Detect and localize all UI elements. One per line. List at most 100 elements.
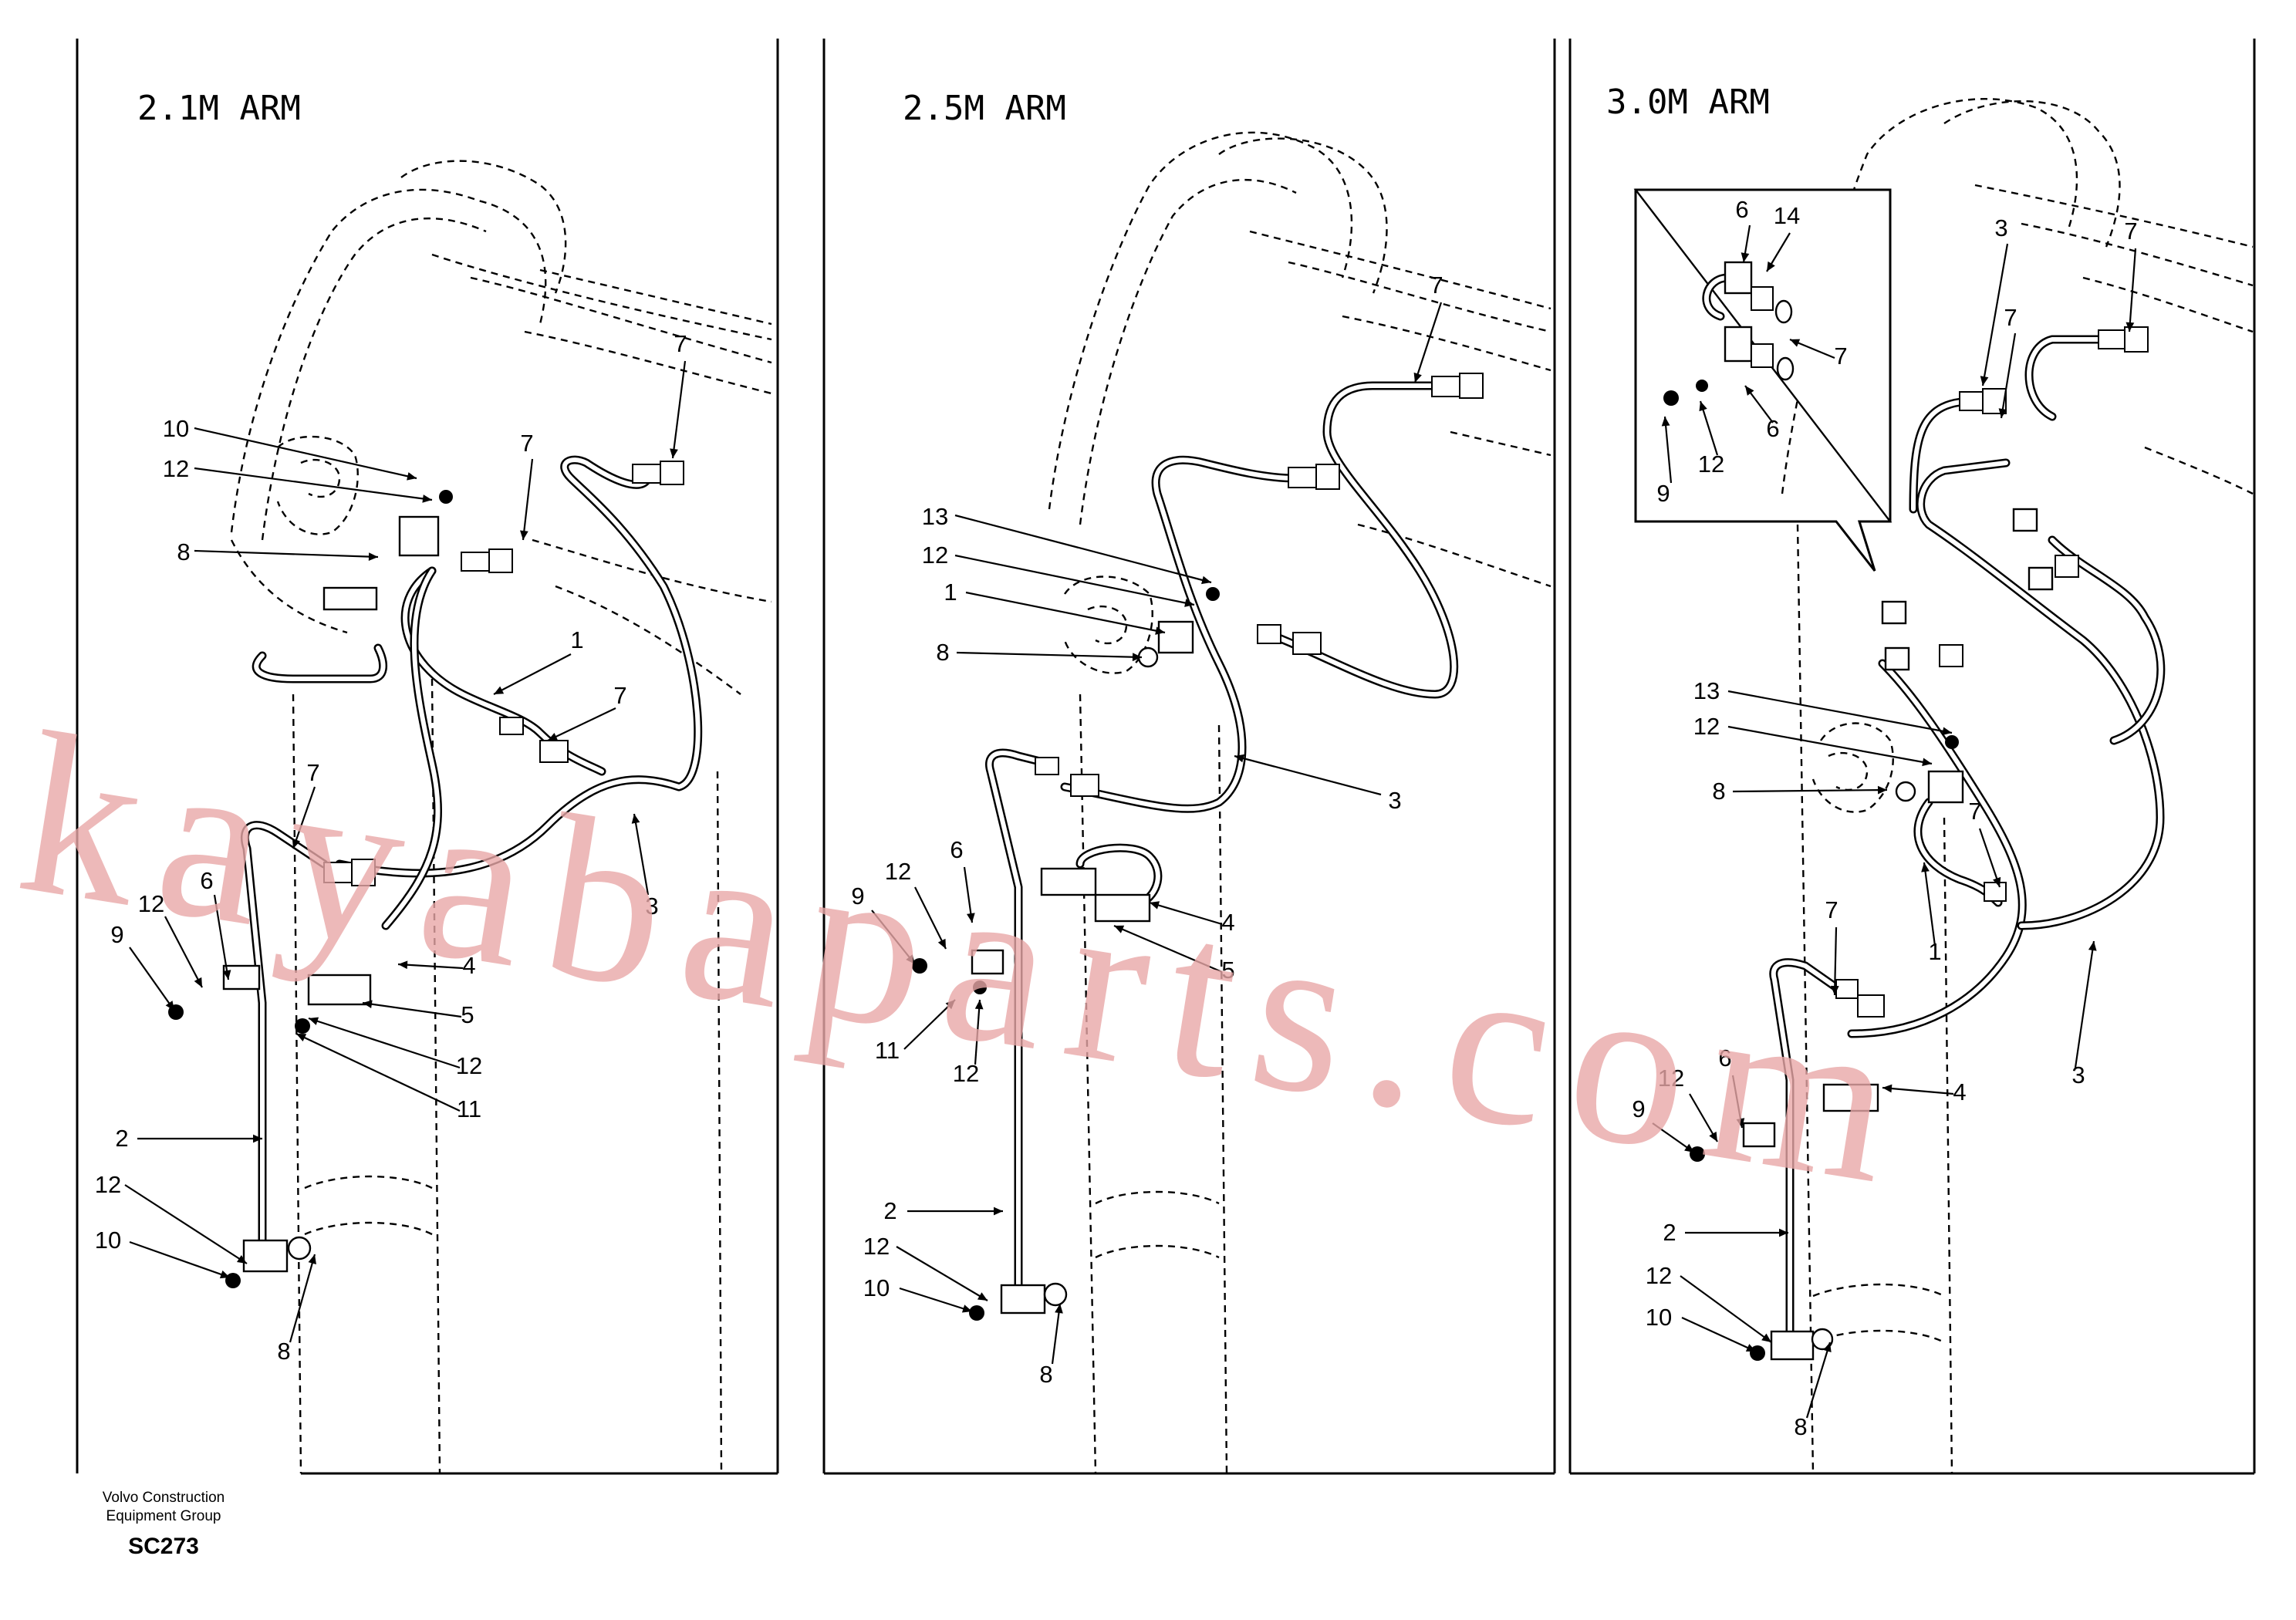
fitting-body xyxy=(1939,644,1963,667)
hose-3 xyxy=(335,455,703,878)
fittings xyxy=(912,373,1484,1321)
callout-number: 12 xyxy=(885,858,911,885)
fitting-body xyxy=(1459,373,1484,399)
leader-arrowhead xyxy=(1741,252,1750,262)
leader-line xyxy=(1051,1303,1062,1365)
leader-arrowhead xyxy=(1882,1084,1893,1093)
o-ring-8 xyxy=(1811,1328,1834,1351)
block-6 xyxy=(222,964,261,991)
fitting-nut xyxy=(1959,391,1984,411)
leader-line xyxy=(362,1001,462,1018)
callout-number: 3 xyxy=(1388,787,1401,814)
leader-arrowhead xyxy=(1921,862,1930,872)
leader-arrowhead xyxy=(1998,408,2007,418)
leader-arrowhead xyxy=(368,552,378,561)
bolt-10 xyxy=(439,490,453,504)
callout-number: 8 xyxy=(936,639,949,666)
fitting-body xyxy=(351,859,376,886)
leader-arrowhead xyxy=(296,1034,307,1042)
fitting-body xyxy=(1292,632,1322,655)
callout-number: 8 xyxy=(1794,1413,1807,1440)
callout-number: 7 xyxy=(1834,343,1847,370)
leader-line xyxy=(129,1240,231,1279)
callout-number: 5 xyxy=(1221,957,1234,984)
callout-number: 9 xyxy=(110,921,123,948)
callout-number: 4 xyxy=(1953,1078,1966,1105)
callout-number: 3 xyxy=(645,893,658,920)
leader-arrowhead xyxy=(961,1304,972,1313)
clamp-4 xyxy=(252,643,387,683)
leader-arrowhead xyxy=(548,732,559,741)
leader-line xyxy=(671,360,687,459)
leader-line xyxy=(213,894,230,980)
fitting-body xyxy=(488,548,513,573)
leader-line xyxy=(1663,416,1673,484)
callout-number: 2 xyxy=(883,1197,896,1224)
leader-arrowhead xyxy=(1779,1228,1788,1237)
fitting-nut xyxy=(1835,979,1859,999)
block-6 xyxy=(1724,261,1753,295)
callout-number: 12 xyxy=(1646,1262,1672,1289)
leader-line xyxy=(1413,302,1443,383)
leader-line xyxy=(1981,243,2009,386)
drawing-code: SC273 xyxy=(128,1534,199,1559)
callout-number: 12 xyxy=(1698,451,1724,478)
leader-arrowhead xyxy=(407,472,417,481)
leader-line xyxy=(1699,400,1719,456)
fitting-nut xyxy=(323,862,353,883)
leader-line xyxy=(899,1287,973,1313)
leader-arrowhead xyxy=(631,814,640,824)
leader-arrowhead xyxy=(974,1000,984,1010)
clamp-block-5 xyxy=(307,974,372,1006)
leader-arrowhead xyxy=(1823,1342,1832,1353)
leader-line xyxy=(1727,725,1933,765)
inset-detail xyxy=(1633,188,1893,572)
panel-3-0m-arm: 3.0M ARM xyxy=(1568,39,2256,1475)
fitting-14 xyxy=(1751,286,1774,311)
leader-line xyxy=(1978,828,2001,888)
block-1 xyxy=(1157,620,1194,654)
leader-arrowhead xyxy=(1922,758,1932,767)
clamp-block-5 xyxy=(1094,893,1151,923)
bolt-10 xyxy=(969,1305,984,1321)
callout-number: 4 xyxy=(462,952,475,979)
leader-arrowhead xyxy=(945,1000,955,1010)
leader-arrowhead xyxy=(292,838,301,849)
leader-arrowhead xyxy=(1761,1333,1771,1342)
arm-outline-ghost xyxy=(230,160,772,1474)
leader-line xyxy=(295,1033,461,1112)
leader-line xyxy=(194,467,433,501)
leader-arrowhead xyxy=(1736,1118,1745,1128)
leader-line xyxy=(954,514,1212,584)
o-ring-7 xyxy=(1774,299,1793,324)
callout-number: 7 xyxy=(2004,304,2017,331)
callout-number: 2 xyxy=(1663,1219,1676,1246)
leader-line xyxy=(493,653,572,695)
fitting-body xyxy=(1070,774,1099,797)
leader-arrowhead xyxy=(236,1254,247,1264)
fitting-body xyxy=(539,740,569,763)
leader-line xyxy=(954,554,1195,606)
leader-line xyxy=(965,591,1166,634)
panel-2-1m-arm: 2.1M ARM xyxy=(76,39,779,1475)
leader-arrowhead xyxy=(1745,1344,1756,1352)
leader-arrowhead xyxy=(977,1292,988,1301)
hose-3 xyxy=(1060,381,1459,813)
leader-line xyxy=(164,916,203,988)
block-8 xyxy=(398,515,440,557)
callout-number: 12 xyxy=(163,455,189,482)
leader-arrowhead xyxy=(1413,372,1422,383)
leader-line xyxy=(194,427,417,480)
leader-arrowhead xyxy=(1234,754,1244,763)
callout-number: 11 xyxy=(875,1037,900,1064)
callout-number: 8 xyxy=(1039,1361,1052,1388)
nut-11 xyxy=(295,1018,310,1034)
leader-arrowhead xyxy=(1709,1131,1717,1142)
leader-line xyxy=(292,786,316,849)
callout-number: 6 xyxy=(1718,1045,1731,1072)
callout-number: 7 xyxy=(613,682,626,709)
arm-outline-ghost xyxy=(1048,131,1551,1474)
leader-line xyxy=(1727,690,1953,734)
pipe-2 xyxy=(1769,958,1841,1347)
callout-number: 7 xyxy=(2124,218,2137,245)
